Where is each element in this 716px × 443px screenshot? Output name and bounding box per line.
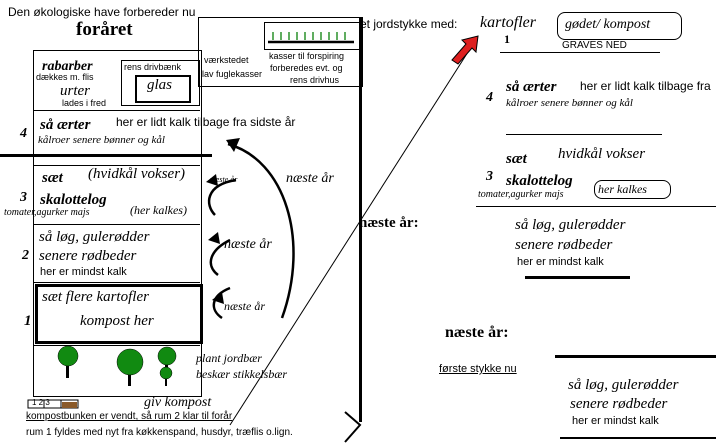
row-sep-3 [33, 224, 200, 225]
right-r3-num: 3 [486, 169, 493, 184]
right-line-3 [476, 206, 716, 207]
right-r3-sow: sæt [506, 151, 527, 167]
right-line-6 [560, 437, 716, 439]
prune-label: beskær stikkelsbær [196, 367, 287, 381]
plot-pointer [344, 411, 362, 443]
row1-number: 1 [24, 313, 32, 329]
right-r2-title: så løg, gulerødder [515, 217, 626, 233]
potatoes-label: kartofler [480, 14, 536, 31]
drivbaenk-box [121, 60, 200, 106]
right-r3-crops: tomater,agurker majs [478, 189, 564, 200]
right-line-4 [525, 276, 630, 279]
glas-label: glas [147, 77, 173, 93]
plot-divider [359, 17, 362, 422]
arrow-heads [206, 138, 240, 304]
row2-lime: her er mindst kalk [40, 266, 127, 278]
right-r2-lime: her er mindst kalk [517, 256, 604, 268]
rabarber-label: rabarber [42, 59, 93, 74]
row3-lime: (her kalkes) [130, 203, 187, 217]
drivbaenk-label: rens drivbænk [124, 62, 182, 72]
row3-number: 3 [20, 190, 27, 205]
compost-bins [27, 399, 79, 409]
graves-label: GRAVES NED [562, 40, 627, 51]
compost-give-label: giv kompost [144, 395, 212, 410]
bins-numbers: 1 2 3 [32, 398, 50, 407]
urter-label: urter [60, 83, 90, 99]
title-line: Den økologiske have forbereder nu [8, 5, 196, 19]
right-r3-cabbage: hvidkål vokser [558, 146, 646, 162]
bottom-lime: her er mindst kalk [572, 415, 659, 427]
vaerkstedet-label: værkstedet [204, 55, 249, 65]
row2-number: 2 [22, 248, 29, 263]
row-sep-4 [33, 282, 200, 283]
rotation-arrows [207, 142, 295, 320]
right-r4-note: her er lidt kalk tilbage fra [580, 79, 711, 93]
manure-box [557, 12, 682, 40]
row3-cabbage: (hvidkål vokser) [88, 166, 186, 182]
right-line-1 [500, 52, 660, 53]
next-year-1: næste år [286, 171, 334, 186]
rabarber-sub: dækkes m. flis [36, 72, 94, 82]
bottom-beet: senere rødbeder [570, 396, 668, 412]
manure-label: gødet/ kompost [565, 17, 651, 32]
right-num-1: 1 [504, 32, 510, 46]
right-r2-beet: senere rødbeder [515, 237, 613, 253]
row1-compost: kompost her [80, 313, 154, 329]
right-r4-title: så ærter [506, 79, 557, 95]
bottom-title: så løg, gulerødder [568, 377, 679, 393]
right-r3-lime: her kalkes [598, 182, 647, 196]
right-line-2 [506, 134, 662, 135]
row-sep-5 [33, 345, 200, 346]
row4-crops: kålroer senere bønner og kål [38, 134, 165, 146]
row-sep-2 [33, 165, 200, 166]
forberedes-label: forberedes evt. og [270, 63, 343, 73]
row4-title: så ærter [40, 117, 91, 133]
title-main: foråret [76, 19, 133, 40]
diagonal-arrow [229, 51, 469, 426]
glas-box [135, 75, 191, 103]
urter-sub: lades i fred [62, 98, 107, 108]
compost-bins-label: kompostbunken er vendt, så rum 2 klar ti… [26, 411, 233, 422]
right-num-4: 4 [486, 90, 493, 105]
row4-number: 4 [20, 126, 27, 141]
greenhouse-box [264, 22, 360, 50]
right-line-5 [555, 355, 716, 358]
right-r3-lime-box [594, 180, 671, 199]
row3-onion: skalottelog [40, 192, 107, 208]
fuglekasser-label: lav fuglekasser [202, 69, 263, 79]
red-arrow-icon [451, 35, 479, 65]
next-year-4: næste år [224, 299, 266, 313]
row4-note: her er lidt kalk tilbage fra sidste år [116, 115, 296, 129]
first-plot-label: første stykke nu [439, 363, 517, 375]
next-year-label: næste år: [359, 215, 419, 231]
tree-2 [116, 348, 144, 386]
next-year-3: næste år [224, 237, 272, 252]
row-sep-1 [33, 110, 200, 111]
row1-box [35, 284, 203, 344]
row1-title: sæt flere kartofler [42, 289, 149, 305]
next-year-label-2: næste år: [445, 324, 509, 341]
drivhus-label: rens drivhus [290, 75, 340, 85]
thick-line [0, 154, 212, 157]
next-year-2: næste år [210, 175, 238, 184]
plant-label: plant jordbær [196, 351, 262, 365]
right-r3-onion: skalottelog [506, 173, 573, 189]
room1-label: rum 1 fyldes med nyt fra køkkenspand, hu… [26, 427, 293, 438]
garden-frame [33, 50, 202, 397]
row3-crops: tomater,agurker majs [4, 207, 90, 218]
kasser-label: kasser til forspiring [269, 51, 345, 61]
plot-intro: et jordstykke med: [360, 17, 458, 31]
row2-beet: senere rødbeder [39, 248, 137, 264]
row3-title: sæt [42, 170, 63, 186]
sprout-row [272, 32, 346, 40]
shed-box [198, 17, 363, 87]
tree-4 [159, 366, 173, 386]
right-r4-crops: kålroer senere bønner og kål [506, 97, 633, 109]
row2-title: så løg, gulerødder [39, 229, 150, 245]
tree-1 [57, 345, 79, 378]
